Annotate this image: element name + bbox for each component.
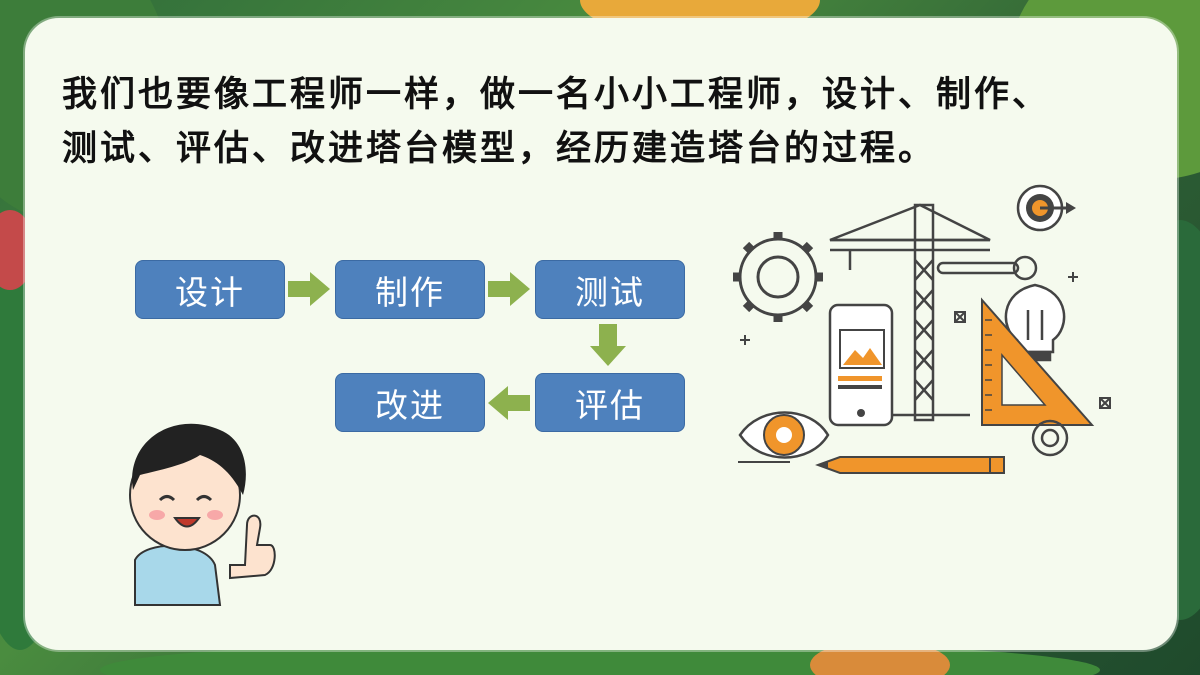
gear-icon xyxy=(733,232,823,322)
boy-thumbs-up-illustration xyxy=(129,423,276,606)
gear-small-icon xyxy=(1031,419,1069,457)
wrench-icon xyxy=(936,255,1038,281)
step-improve: 改进 xyxy=(335,373,485,432)
step-evaluate: 评估 xyxy=(535,373,685,432)
crane-icon xyxy=(829,203,991,422)
step-make: 制作 xyxy=(335,260,485,319)
phone-icon xyxy=(828,303,894,427)
sparkle-icon xyxy=(740,272,1111,409)
target-icon xyxy=(1016,184,1076,232)
pencil-icon xyxy=(815,456,1005,474)
triangle-ruler-icon xyxy=(981,297,1095,426)
arrow-right-icon xyxy=(288,272,330,306)
eye-icon xyxy=(738,411,830,463)
step-test: 测试 xyxy=(535,260,685,319)
arrow-right-icon xyxy=(488,272,530,306)
engineering-illustration xyxy=(733,184,1111,474)
step-design: 设计 xyxy=(135,260,285,319)
arrow-left-icon xyxy=(488,386,530,420)
arrow-down-icon xyxy=(590,324,626,366)
intro-paragraph: 我们也要像工程师一样，做一名小小工程师，设计、制作、测试、评估、改进塔台模型，经… xyxy=(62,74,1051,169)
